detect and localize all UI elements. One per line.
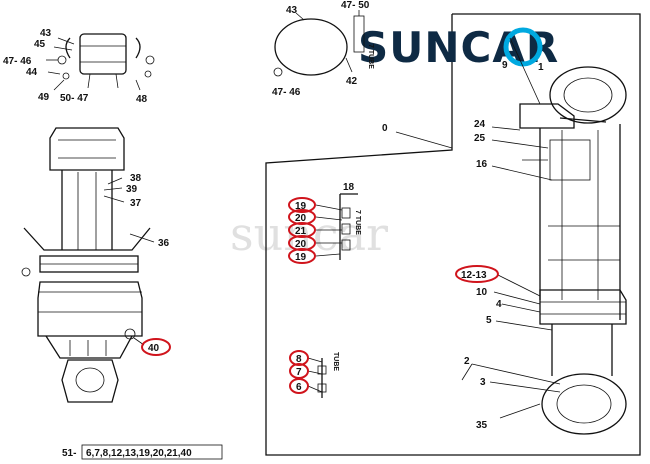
left-cylinder-drawing	[21, 127, 155, 403]
part-label-1: 1	[538, 62, 544, 73]
highlight-ring-12-13	[455, 265, 499, 283]
part-label-43-cover: 43	[286, 5, 298, 16]
part-label-47-46-cover: 47- 46	[272, 87, 301, 98]
part-label-21: 21	[295, 226, 307, 237]
part-label-37: 37	[130, 198, 142, 209]
tube-text-b: 7 TUBE	[354, 210, 361, 235]
part-label-0: 0	[382, 123, 388, 134]
part-label-50-47: 50- 47	[60, 93, 89, 104]
logo-ring-icon	[503, 27, 543, 67]
highlight-ring-40	[141, 338, 171, 356]
tube-text-a: 7 TUBE	[367, 44, 374, 69]
part-label-38: 38	[130, 173, 142, 184]
part-label-18: 18	[343, 182, 355, 193]
part-label-20a: 20	[295, 213, 307, 224]
seal-group-6-drawing	[307, 357, 327, 398]
part-label-8: 8	[296, 354, 302, 365]
part-label-6: 6	[296, 382, 302, 393]
part-label-47-46: 47- 46	[3, 56, 32, 67]
part-label-43: 43	[40, 28, 52, 39]
part-label-7: 7	[296, 367, 302, 378]
kit-list-text: 6,7,8,12,13,19,20,21,40	[86, 448, 192, 459]
part-label-9: 9	[502, 60, 508, 71]
part-label-45: 45	[34, 39, 46, 50]
part-label-3: 3	[480, 377, 486, 388]
part-label-40: 40	[148, 343, 160, 354]
kit-prefix-text: 51-	[62, 448, 76, 459]
part-label-16: 16	[476, 159, 488, 170]
part-label-2: 2	[464, 356, 470, 367]
part-label-19b: 19	[295, 252, 307, 263]
cover-assembly-drawing	[273, 10, 365, 77]
part-label-44: 44	[26, 67, 38, 78]
highlight-ring-19a	[288, 197, 316, 213]
suncar-logo: SUNCAR	[358, 23, 558, 72]
part-label-20b: 20	[295, 239, 307, 250]
tube-text-c: TUBE	[332, 352, 339, 371]
part-label-25: 25	[474, 133, 486, 144]
watermark-text: suncar	[230, 207, 388, 261]
part-label-10: 10	[476, 287, 488, 298]
part-label-39: 39	[126, 184, 138, 195]
highlight-ring-6	[289, 378, 309, 394]
part-label-5: 5	[486, 315, 492, 326]
part-label-19a: 19	[295, 201, 307, 212]
part-label-4: 4	[496, 299, 502, 310]
part-label-49: 49	[38, 92, 50, 103]
head-assembly-drawing	[46, 33, 155, 91]
main-cylinder-frame	[265, 13, 641, 456]
kit-list-box	[81, 444, 223, 460]
part-label-12-13: 12-13	[461, 270, 487, 281]
main-cylinder-drawing	[395, 37, 627, 435]
highlight-ring-19b	[288, 248, 316, 264]
part-label-47-50: 47- 50	[341, 0, 370, 11]
part-label-36: 36	[158, 238, 170, 249]
part-label-35: 35	[476, 420, 488, 431]
seal-group-18-drawing	[315, 193, 358, 260]
part-label-24: 24	[474, 119, 486, 130]
part-label-48: 48	[136, 94, 148, 105]
part-label-42: 42	[346, 76, 358, 87]
